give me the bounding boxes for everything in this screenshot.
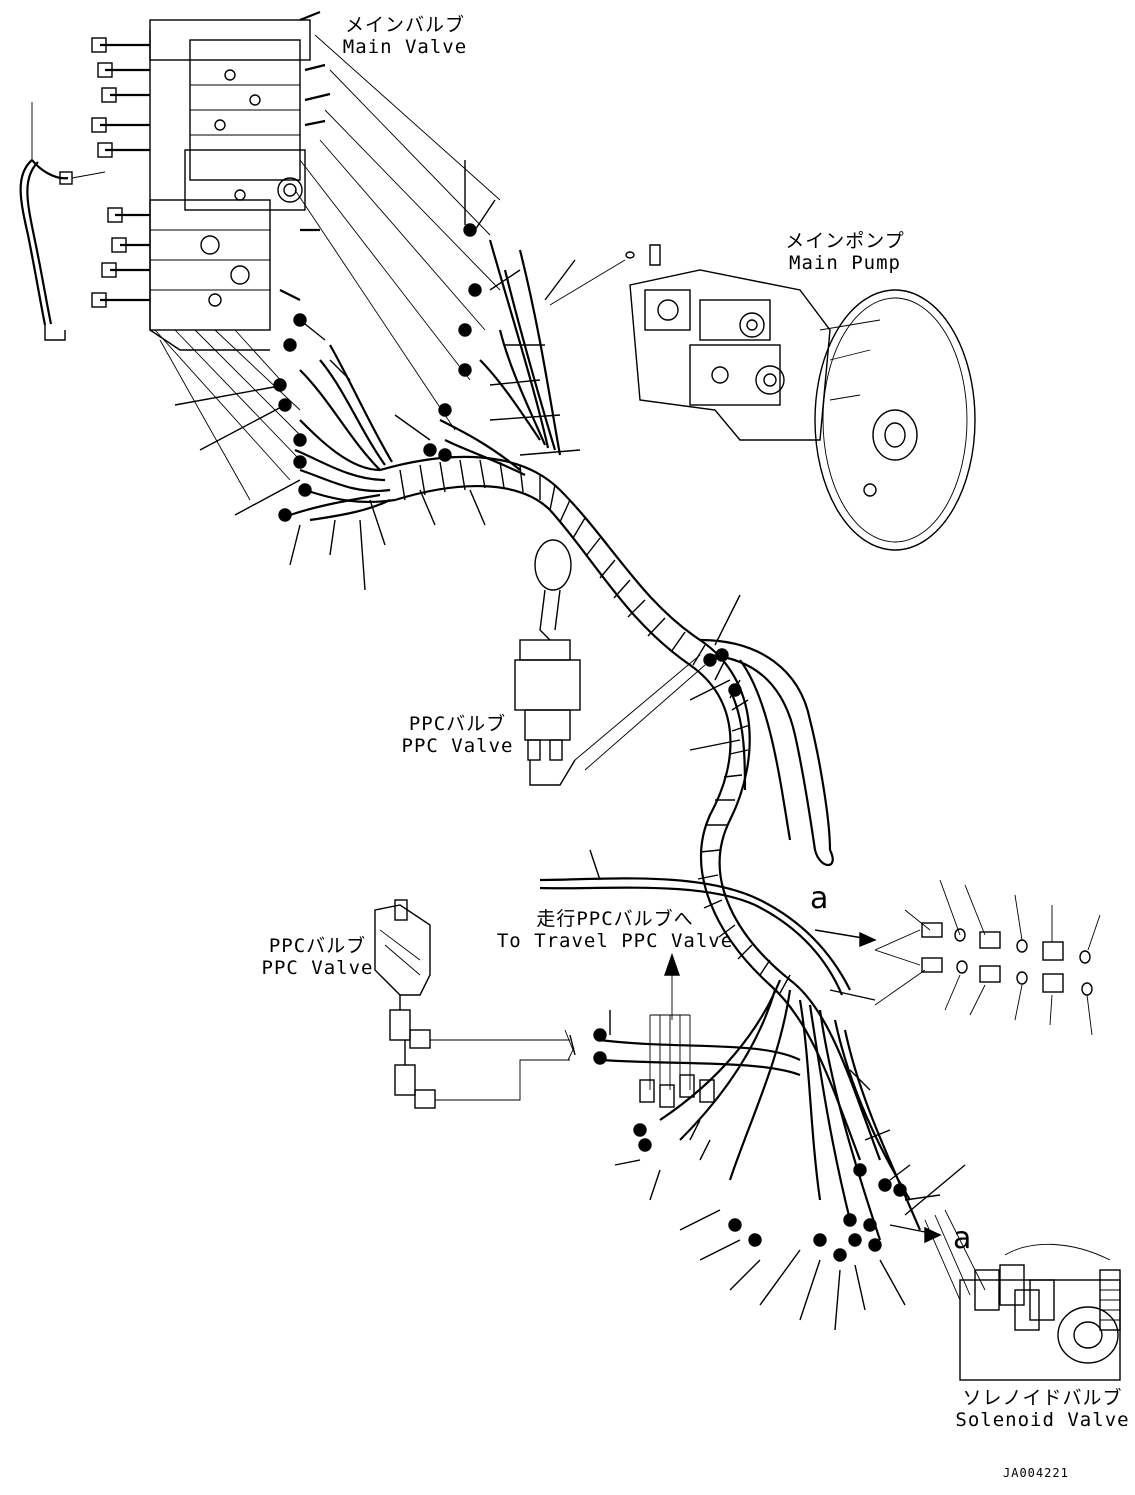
travel-ppc-label-jp: 走行PPCバルブへ <box>536 908 694 930</box>
travel-ppc-label: 走行PPCバルブへ To Travel PPC Valve <box>490 908 740 952</box>
main-valve-label-jp: メインバルブ <box>344 14 465 36</box>
main-pump-label-jp: メインポンプ <box>785 230 905 252</box>
solenoid-valve-assembly <box>889 1209 1121 1381</box>
ppc-valve-upper-label: PPCバルブ PPC Valve <box>395 713 520 757</box>
part-leaders <box>174 160 966 1331</box>
detail-ref-a-upper: a <box>810 881 830 916</box>
ppc-valve-lower <box>374 899 575 1109</box>
drawing-code: JA004221 <box>1003 1466 1069 1480</box>
main-pump-label: メインポンプ Main Pump <box>780 230 910 274</box>
solenoid-valve-label-en: Solenoid Valve <box>955 1409 1130 1431</box>
detail-ref-a-lower: a <box>953 1221 973 1256</box>
main-pump-label-en: Main Pump <box>789 252 901 274</box>
solenoid-valve-label: ソレノイドバルブ Solenoid Valve <box>950 1387 1135 1431</box>
main-valve-leaders <box>154 34 501 501</box>
ppc-valve-lower-label: PPCバルブ PPC Valve <box>255 935 380 979</box>
hose-harness <box>289 239 922 1241</box>
travel-ppc-arrow <box>649 952 691 1090</box>
ppc-valve-lower-label-en: PPC Valve <box>261 957 374 979</box>
ppc-valve-lower-label-jp: PPCバルブ <box>268 935 367 957</box>
main-valve-label-en: Main Valve <box>342 36 468 58</box>
main-pump-assembly <box>629 244 976 551</box>
main-valve-assembly <box>19 10 331 351</box>
main-valve-label: メインバルブ Main Valve <box>330 14 480 58</box>
travel-ppc-label-en: To Travel PPC Valve <box>496 930 734 952</box>
solenoid-valve-label-jp: ソレノイドバルブ <box>962 1387 1123 1409</box>
ppc-valve-upper <box>514 539 706 786</box>
ppc-valve-upper-label-en: PPC Valve <box>401 735 514 757</box>
ppc-valve-upper-label-jp: PPCバルブ <box>408 713 507 735</box>
detail-a-fittings <box>814 879 1101 1036</box>
